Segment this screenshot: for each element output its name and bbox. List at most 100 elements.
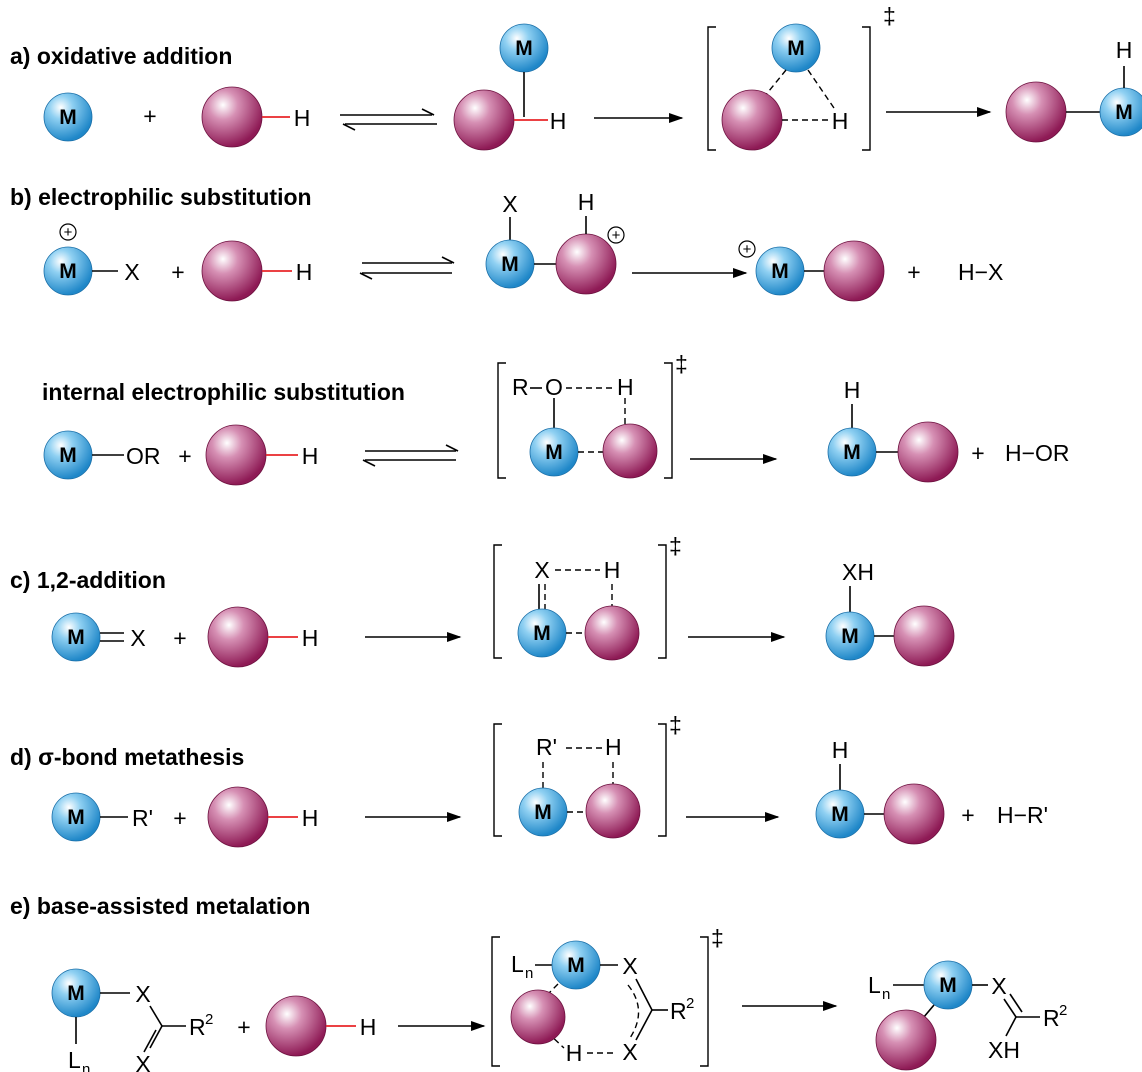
x-atom: X [130,625,145,651]
x-atom: X [991,973,1006,999]
plus-sign: + [237,1014,250,1040]
plus-sign: + [971,440,984,466]
h-atom: H [566,1040,583,1066]
section-a-label: a) oxidative addition [10,43,232,69]
metal-label: M [501,253,519,276]
substrate-sphere [721,89,783,151]
substrate-sphere [205,424,267,486]
ligand-n: n [525,965,533,982]
section-b-label: b) electrophilic substitution [10,184,312,210]
substrate-sphere [453,89,515,151]
h-atom: H [832,108,849,134]
r2-superscript: 2 [686,995,694,1012]
reaction-c: M X + H X H M ‡ XH M [51,533,955,668]
x-atom: X [135,1051,150,1072]
metal-label: M [67,626,85,649]
reaction-d: M R' + H R' H M ‡ H M + H−R' [51,712,1048,848]
x-atom: X [622,953,637,979]
substrate-sphere [207,786,269,848]
r2-superscript: 2 [205,1011,213,1028]
positive-charge: + [64,224,73,241]
h-atom: H [832,737,849,763]
charge-circle [607,226,625,244]
plus-sign: + [907,259,920,285]
ligand-l: L [68,1047,81,1072]
substrate-sphere [897,421,959,483]
ts-bracket-right [664,362,673,479]
metal-label: M [843,441,861,464]
metal-label: M [841,625,859,648]
h-atom: H [302,625,319,651]
charge-circle [738,240,756,258]
x-c-double-bond [1003,998,1017,1018]
positive-charge: + [612,227,621,244]
metal-label: M [1115,101,1133,124]
r-prime-group: R' [132,805,153,831]
x-atom: X [135,981,150,1007]
byproduct-hr: H−R' [997,802,1048,828]
metal-label: M [59,260,77,283]
ligand-l: L [511,951,524,977]
metal-label: M [515,37,533,60]
x-atom: X [534,557,549,583]
substrate-sphere [555,233,617,295]
reaction-b: + M X + H X M H + + M + H−X [43,189,1003,302]
x-atom: X [124,259,139,285]
r-prime-group: R' [536,734,557,760]
r2-group: R [670,998,687,1024]
positive-charge: + [743,241,752,258]
ts-dagger: ‡ [675,351,688,377]
substrate-sphere [201,240,263,302]
h-atom: H [296,259,313,285]
xh-group: XH [842,559,874,585]
r2-group: R [1043,1005,1060,1031]
metal-label: M [67,806,85,829]
substrate-sphere [602,423,658,479]
ligand-n: n [82,1061,90,1072]
metal-label: M [67,982,85,1005]
ligand-n: n [882,986,890,1003]
c-oh-bond [1005,1016,1017,1037]
ts-bracket-left [707,26,716,151]
forming-m-h-bond [807,69,835,109]
substrate-sphere [585,783,641,839]
h-atom: H [360,1014,377,1040]
substrate-sphere [1005,81,1067,143]
h-atom: H [617,374,634,400]
x-c-bond [149,1005,163,1027]
ts-dagger: ‡ [883,3,896,29]
ts-bracket-right [658,544,667,659]
metal-label: M [831,803,849,826]
reaction-a: M + H M H M H ‡ M H [43,3,1142,151]
r2-superscript: 2 [1059,1002,1067,1019]
metal-sphere [43,92,93,142]
r-atom: R [512,374,529,400]
h-atom: H [1116,37,1133,63]
metal-label: M [533,622,551,645]
c-x-bond [635,1009,653,1041]
h-atom: H [605,734,622,760]
ts-bracket-left [497,362,506,479]
metal-label: M [545,441,563,464]
metal-label: M [567,954,585,977]
plus-sign: + [178,443,191,469]
substrate-sphere [510,989,566,1045]
plus-sign: + [173,805,186,831]
reaction-ies: M OR + H R O H M ‡ H M + H−OR [43,351,1070,486]
section-d-label: d) σ-bond metathesis [10,744,244,770]
h-atom: H [302,805,319,831]
byproduct-hor: H−OR [1005,440,1070,466]
h-atom: H [294,105,311,131]
substrate-sphere [265,995,327,1057]
reaction-e: M L n X R 2 X + H L n M X R 2 X H [51,925,1067,1072]
c-x-double-bond [149,1025,163,1049]
metal-label: M [59,444,77,467]
plus-sign: + [961,802,974,828]
ts-bracket-left [493,723,502,837]
substrate-sphere [207,606,269,668]
ts-dagger: ‡ [669,712,682,738]
h-atom: H [578,189,595,215]
or-group: OR [126,443,161,469]
ts-bracket-right [700,936,709,1067]
